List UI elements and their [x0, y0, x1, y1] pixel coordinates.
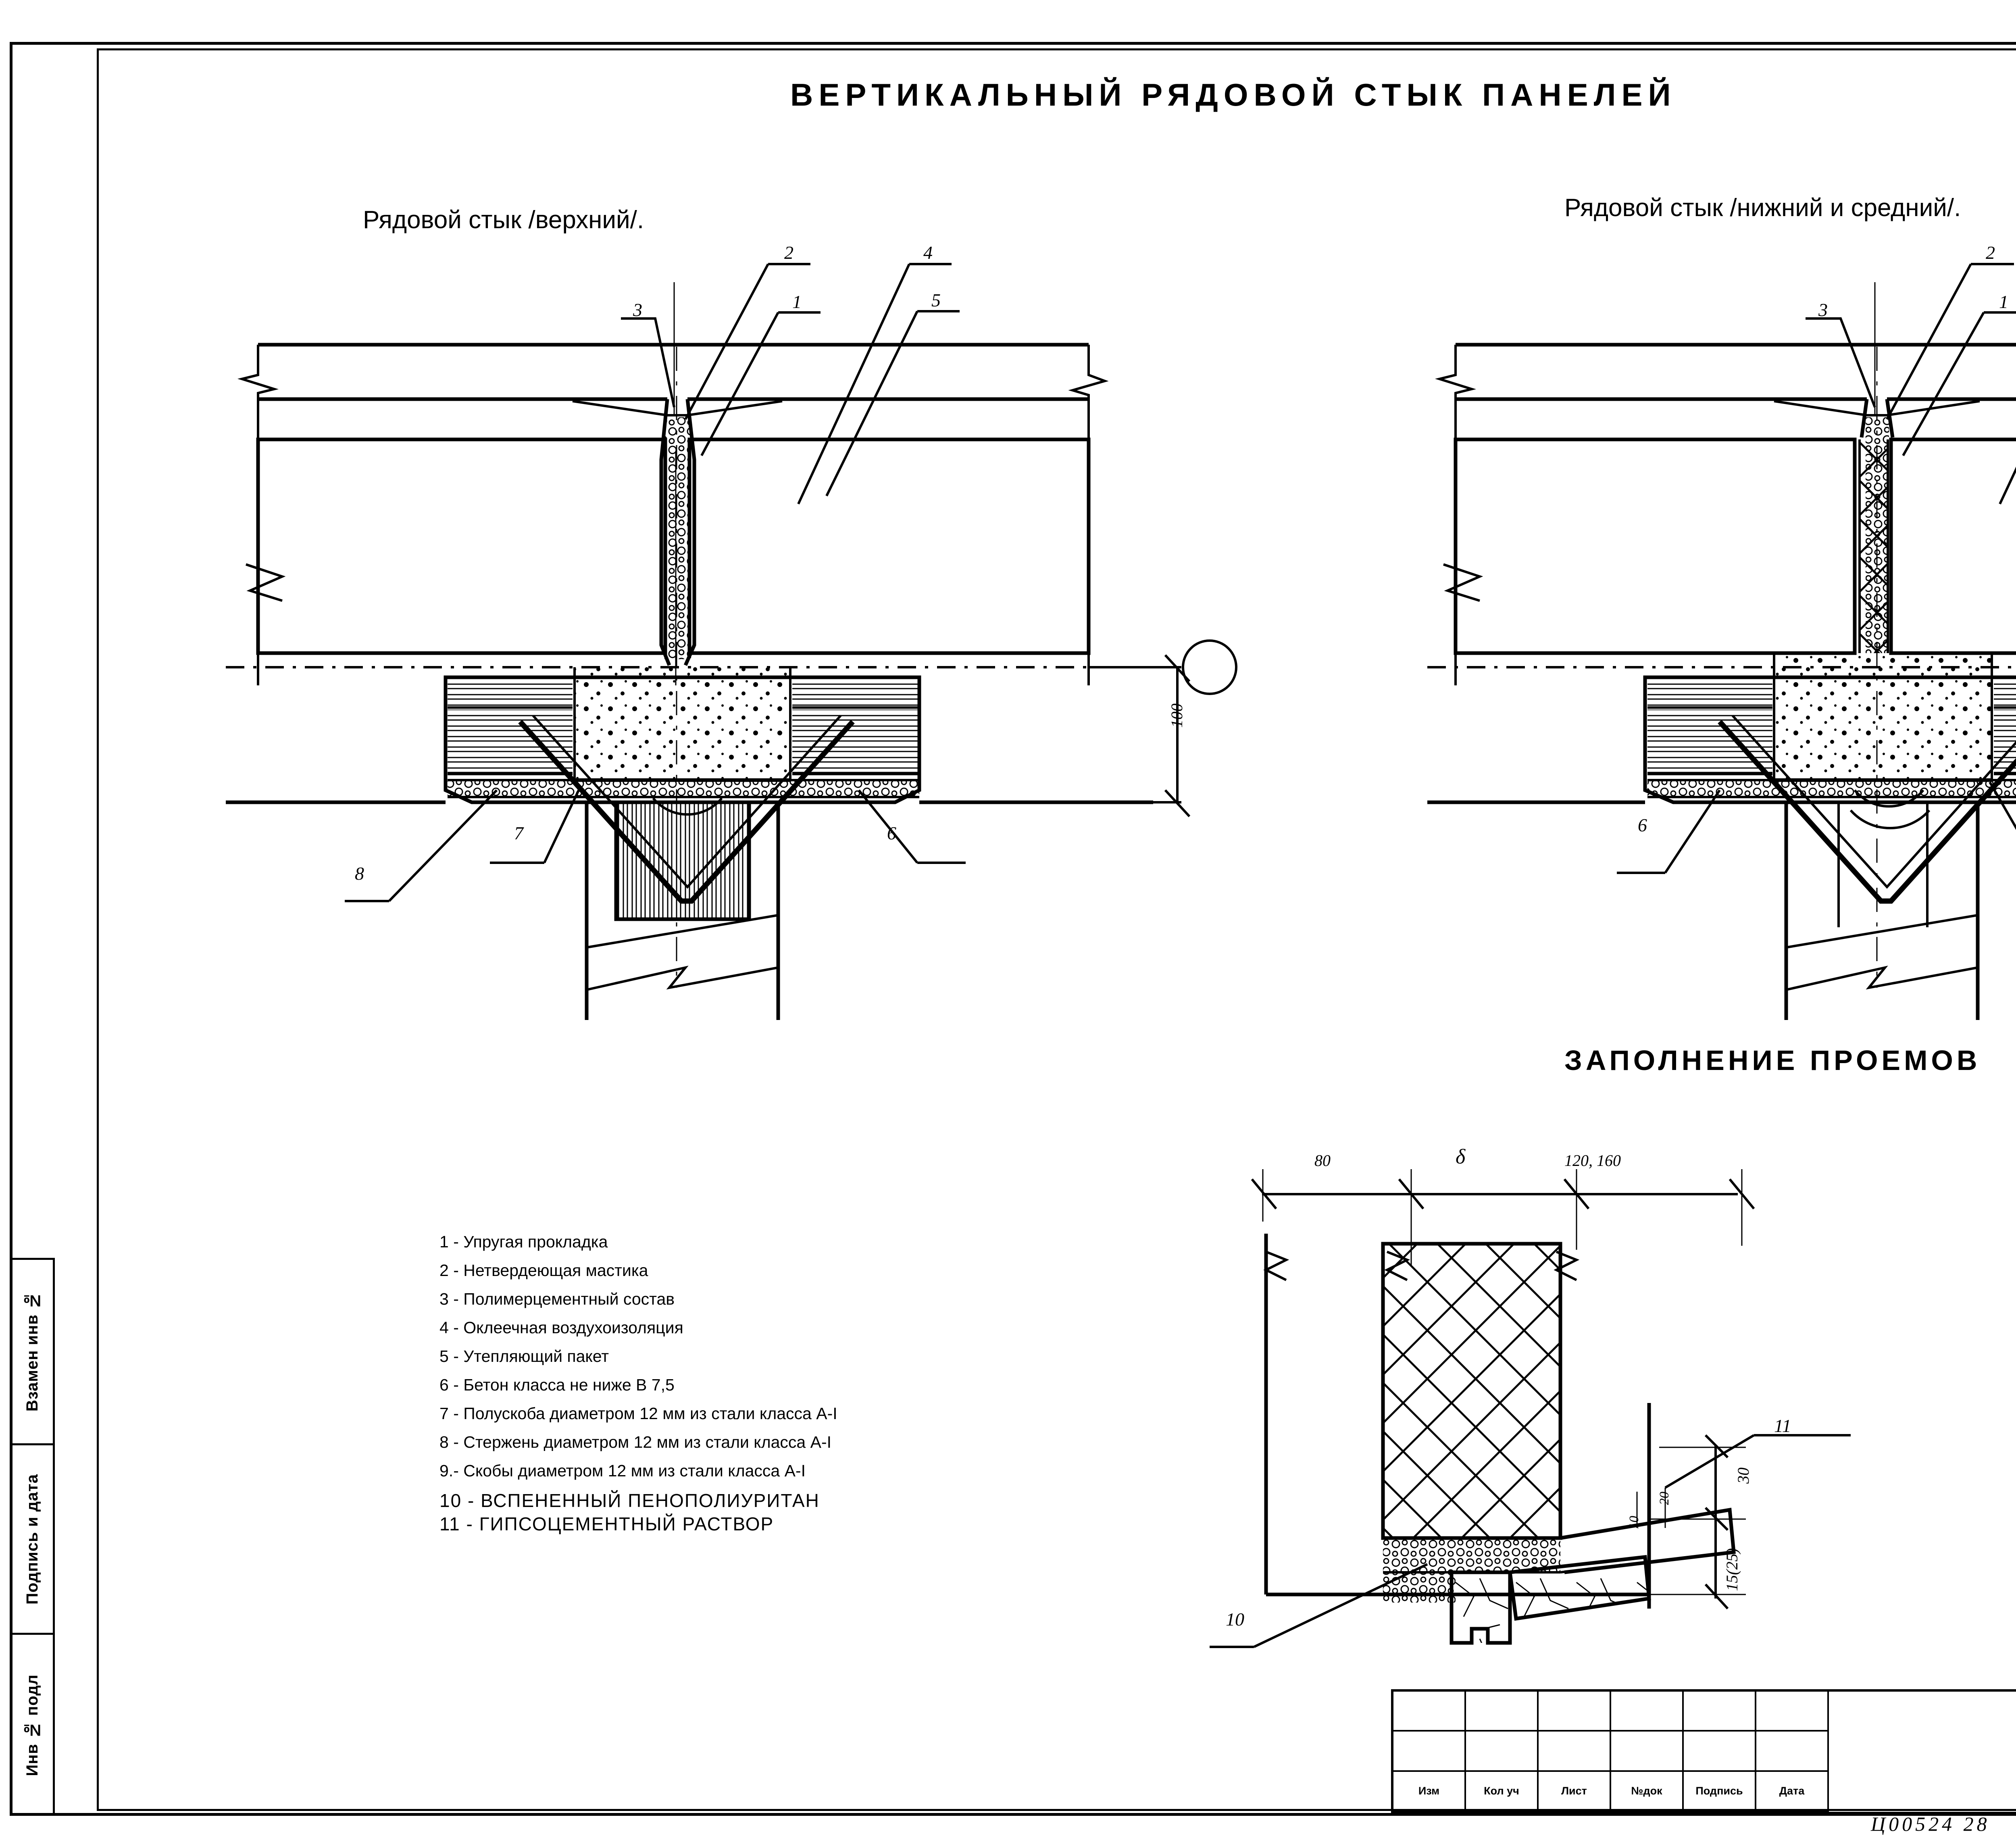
- legend-item: 1 - Упругая прокладка: [439, 1232, 608, 1251]
- subtitle-right: Рядовой стык /нижний и средний/.: [1564, 194, 1961, 222]
- stamp-cell: [1756, 1732, 1829, 1772]
- title-block: Изм Кол уч Лист №док Подпись Дата 1.131.…: [1391, 1689, 2016, 1814]
- callout-8-left: 8: [355, 863, 364, 884]
- dim-80-middle: 80: [1314, 1151, 1331, 1170]
- callout-1-right: 1: [1999, 291, 2008, 312]
- callout-3-left: 3: [633, 300, 642, 320]
- callout-7-left: 7: [514, 823, 523, 843]
- title-block-revision-grid: Изм Кол уч Лист №док Подпись Дата: [1393, 1692, 1829, 1812]
- stamp-cell: [1684, 1732, 1756, 1772]
- stamp-cell: [1684, 1692, 1756, 1732]
- left-margin-stamp-column: Взамен инв № Подпись и дата Инв № подл: [10, 1258, 55, 1816]
- margin-cell-replaces: Взамен инв №: [12, 1260, 53, 1445]
- legend-item: 7 - Полускоба диаметром 12 мм из стали к…: [439, 1404, 837, 1423]
- legend-item: 5 - Утепляющий пакет: [439, 1347, 609, 1365]
- main-title: ВЕРТИКАЛЬНЫЙ РЯДОВОЙ СТЫК ПАНЕЛЕЙ: [790, 77, 1677, 112]
- stamp-cell: [1539, 1692, 1611, 1732]
- stamp-cell: [1611, 1692, 1684, 1732]
- legend-item: 2 - Нетвердеющая мастика: [439, 1261, 648, 1280]
- stamp-header-izm: Изм: [1393, 1771, 1466, 1812]
- stamp-header-podpis: Подпись: [1684, 1771, 1756, 1812]
- legend-item: 3 - Полимерцементный состав: [439, 1290, 675, 1308]
- detail-left-joint: [226, 263, 1237, 1020]
- sheet-inner-frame: [97, 48, 2016, 1811]
- callout-1-left: 1: [792, 291, 802, 312]
- dim-120-160-middle: 120, 160: [1564, 1151, 1621, 1170]
- legend-list: 1 - Упругая прокладка 2 - Нетвердеющая м…: [439, 1234, 1109, 1538]
- detail-opening-middle: [1210, 1169, 1851, 1648]
- stamp-cell: [1756, 1692, 1829, 1732]
- legend-item: 6 - Бетон класса не ниже В 7,5: [439, 1376, 675, 1394]
- legend-item: 8 - Стержень диаметром 12 мм из стали кл…: [439, 1433, 832, 1451]
- callout-3-right: 3: [1818, 300, 1828, 320]
- callout-2-left: 2: [784, 242, 793, 263]
- callout-11-middle: 11: [1774, 1415, 1791, 1436]
- section-title-openings: ЗАПОЛНЕНИЕ ПРОЕМОВ: [1564, 1045, 1981, 1076]
- margin-cell-signature-date: Подпись и дата: [12, 1445, 53, 1635]
- stamp-header-ndok: №док: [1611, 1771, 1684, 1812]
- archive-code: Ц00524 28: [1871, 1813, 1990, 1835]
- stamp-header-data: Дата: [1756, 1771, 1829, 1812]
- stamp-cell: [1466, 1732, 1539, 1772]
- dim-delta-middle: δ: [1456, 1145, 1466, 1168]
- stamp-cell: [1539, 1732, 1611, 1772]
- callout-5-left: 5: [931, 290, 941, 310]
- callout-10-middle: 10: [1226, 1609, 1244, 1630]
- legend-item: 10 - ВСПЕНЕННЫЙ ПЕНОПОЛИУРИТАН: [439, 1490, 820, 1511]
- callout-6-right: 6: [1638, 815, 1647, 835]
- legend-item: 11 - ГИПСОЦЕМЕНТНЫЙ РАСТВОР: [439, 1513, 774, 1534]
- stamp-cell: [1611, 1732, 1684, 1772]
- legend-item: 9.- Скобы диаметром 12 мм из стали класс…: [439, 1461, 806, 1480]
- detail-right-joint: [1427, 263, 2016, 1020]
- stamp-header-koluch: Кол уч: [1466, 1771, 1539, 1812]
- callout-2-right: 2: [1986, 242, 1995, 263]
- stamp-cell: [1393, 1732, 1466, 1772]
- stamp-cell: [1393, 1692, 1466, 1732]
- stamp-cell: [1466, 1692, 1539, 1732]
- stamp-header-list: Лист: [1539, 1771, 1611, 1812]
- legend-item: 4 - Оклеечная воздухоизоляция: [439, 1318, 683, 1337]
- subtitle-left: Рядовой стык /верхний/.: [363, 206, 644, 234]
- callout-4-left: 4: [923, 242, 933, 263]
- sheet-outer-frame: [10, 42, 2016, 1816]
